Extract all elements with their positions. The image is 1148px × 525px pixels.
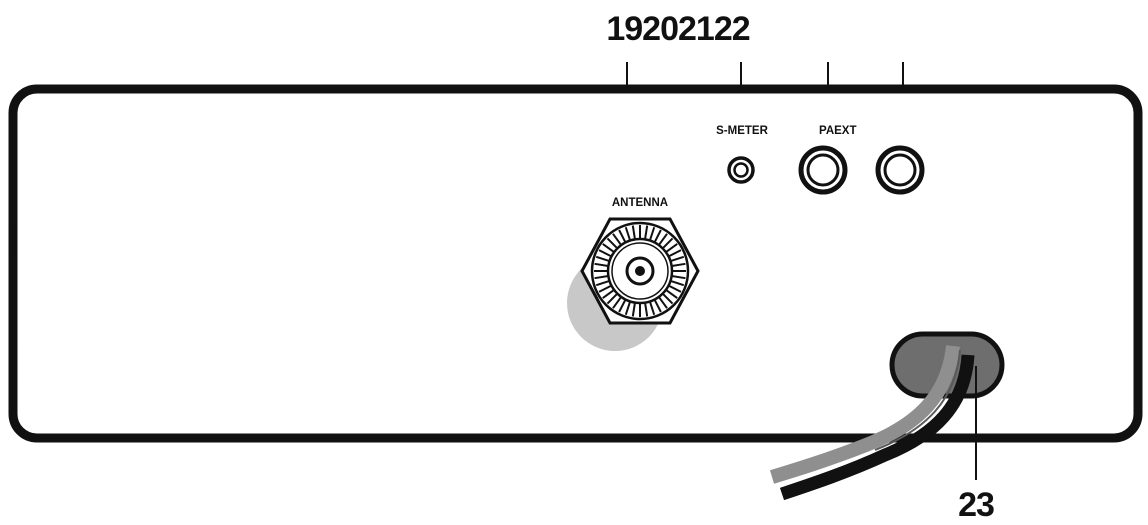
knurl-tooth [654, 229, 662, 243]
pa-ext-label: PAEXT [819, 125, 857, 137]
knurl-tooth [649, 226, 656, 240]
knurl-tooth [594, 262, 608, 267]
knurl-tooth [598, 285, 612, 293]
knurl-tooth [668, 249, 682, 257]
power-cable-icon [769, 331, 1005, 501]
knurl-tooth [602, 289, 614, 299]
knurl-tooth [672, 275, 686, 280]
knurl-tooth [618, 299, 626, 313]
cable-wire-dark [779, 354, 975, 501]
knurl-tooth [606, 237, 618, 249]
knurl-tooth [618, 229, 626, 243]
knurl-tooth [612, 233, 622, 245]
knurl-tooth [612, 297, 622, 309]
knurl-tooth [598, 249, 612, 257]
knurl-tooth [654, 299, 662, 313]
antenna-label: ANTENNA [612, 197, 668, 209]
callout-numbers-19-22: 19202122 [606, 10, 749, 48]
s-meter-label: S-METER [716, 125, 768, 137]
cable-wire-light [769, 345, 960, 484]
knurl-tooth [666, 289, 678, 299]
callout-number-23: 23 [958, 486, 994, 524]
knurl-tooth [644, 303, 649, 317]
knurl-tooth [631, 225, 636, 239]
knurl-tooth [662, 237, 674, 249]
knurl-tooth [666, 243, 678, 253]
pa-jack-icon[interactable] [798, 145, 848, 195]
knurl-tooth [671, 280, 685, 287]
antenna-knurl-teeth [594, 225, 686, 317]
knurl-tooth [671, 255, 685, 262]
knurl-tooth [672, 262, 686, 267]
knurl-tooth [644, 225, 649, 239]
rear-panel-outline [8, 84, 1143, 443]
s-meter-jack-icon[interactable] [727, 156, 755, 184]
knurl-tooth [631, 303, 636, 317]
knurl-tooth [594, 275, 608, 280]
knurl-tooth [595, 255, 609, 262]
knurl-tooth [668, 285, 682, 293]
ext-label: EXT [834, 125, 856, 137]
knurl-tooth [595, 280, 609, 287]
knurl-tooth [649, 302, 656, 316]
ext-jack-icon[interactable] [875, 145, 925, 195]
knurl-tooth [658, 297, 668, 309]
knurl-tooth [658, 233, 668, 245]
cable-stripe [874, 349, 961, 451]
knurl-tooth [624, 226, 631, 240]
knurl-tooth [662, 293, 674, 305]
knurl-tooth [624, 302, 631, 316]
knurl-tooth [602, 243, 614, 253]
pa-label: PA [819, 125, 834, 137]
antenna-connector-icon[interactable] [567, 217, 700, 351]
knurl-tooth [606, 293, 618, 305]
